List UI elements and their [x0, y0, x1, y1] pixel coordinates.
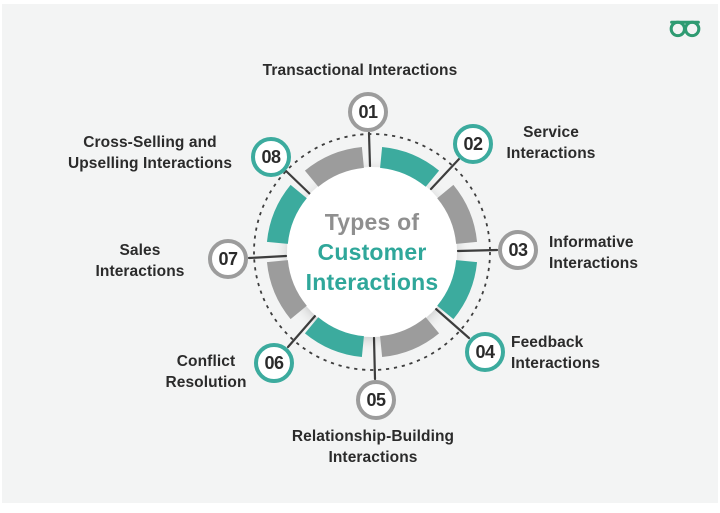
connector-line-06: [286, 314, 317, 349]
item-label-relationship: Relationship-Building Interactions: [291, 428, 455, 466]
badge-number: 02: [463, 133, 483, 154]
badge-number: 03: [508, 239, 528, 260]
item-label-transactional: Transactional Interactions: [262, 62, 458, 79]
ring-segment-8-gray: [304, 146, 365, 188]
ring-segment-1-teal: [379, 146, 440, 188]
connector-line-08: [284, 169, 313, 197]
connector-line-05: [372, 336, 377, 381]
diagram-title: Types of Customer Interactions: [306, 207, 439, 297]
number-badge-07: 07: [208, 239, 248, 279]
dashed-circle: [253, 133, 491, 371]
badge-number: 01: [358, 101, 378, 122]
item-label-cross-selling: Cross-Selling and Upselling Interactions: [67, 134, 233, 172]
badge-number: 08: [261, 146, 281, 167]
item-label-conflict: Conflict Resolution: [165, 353, 247, 391]
ring-segment-2-gray: [436, 184, 478, 245]
number-badge-05: 05: [356, 380, 396, 420]
badge-number: 05: [366, 389, 386, 410]
connector-line-03: [456, 248, 499, 253]
badge-number: 04: [475, 341, 495, 362]
connector-line-02: [429, 157, 461, 191]
badge-number: 06: [264, 352, 284, 373]
number-badge-04: 04: [465, 332, 505, 372]
connector-line-01: [367, 131, 372, 168]
diagram-title-line3: Interactions: [305, 269, 439, 295]
item-label-sales: Sales Interactions: [95, 242, 185, 280]
badge-number: 07: [218, 248, 238, 269]
ring-segment-6-gray: [266, 259, 308, 320]
ring-segment-5-teal: [304, 316, 365, 358]
item-label-feedback: Feedback Interactions: [511, 334, 601, 372]
center-circle: [287, 167, 457, 337]
number-badge-02: 02: [453, 124, 493, 164]
diagram-title-line2: Customer: [317, 239, 427, 265]
number-badge-08: 08: [251, 137, 291, 177]
diagram-title-line1: Types of: [324, 209, 420, 235]
connector-line-07: [247, 254, 288, 260]
geeksforgeeks-logo-icon: [664, 13, 706, 42]
number-badge-01: 01: [348, 92, 388, 132]
item-label-service: Service Interactions: [506, 124, 596, 162]
ring-segment-3-teal: [436, 259, 478, 320]
ring-segment-7-teal: [266, 184, 308, 245]
number-badge-06: 06: [254, 343, 294, 383]
connector-line-04: [434, 307, 471, 340]
ring-segment-4-gray: [379, 316, 440, 358]
item-label-informative: Informative Interactions: [549, 234, 639, 272]
number-badge-03: 03: [498, 230, 538, 270]
